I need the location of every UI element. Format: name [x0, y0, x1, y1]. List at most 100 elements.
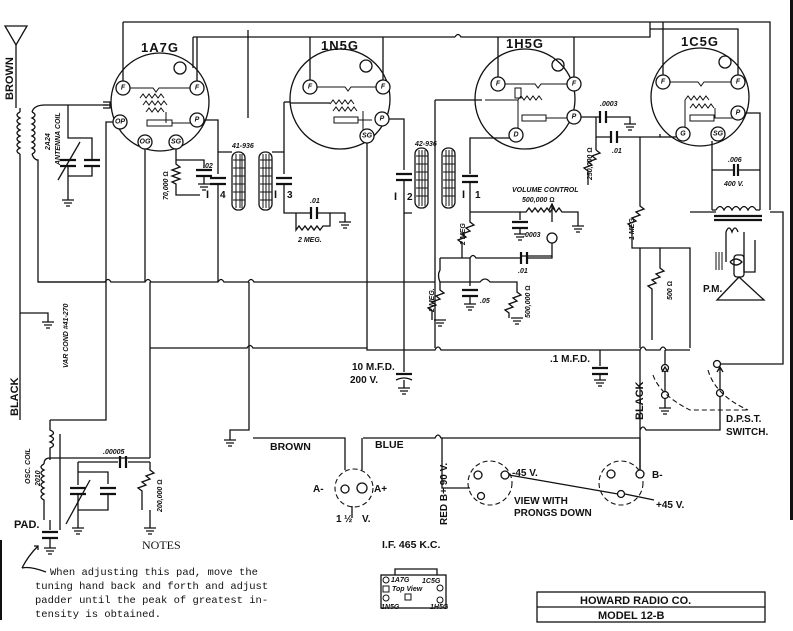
volume-control-value: 500,000 Ω	[522, 197, 555, 204]
if-trimmer-1	[462, 174, 478, 212]
ground-wire-color-label: BLACK	[9, 377, 21, 416]
notes-line-1: When adjusting this pad, move the	[50, 567, 258, 579]
switch-label: D.P.S.T.	[726, 414, 762, 425]
capacitor-02-label: .02	[203, 163, 213, 170]
resistor-500000-label: 500,000 Ω	[525, 285, 532, 318]
tube-1c5g: F F P G SG	[650, 22, 761, 210]
battery-wiring	[253, 434, 641, 489]
osc-coil-label: OSC. COIL	[25, 448, 32, 484]
trimmer-4-label: I	[206, 189, 209, 201]
svg-text:F: F	[381, 84, 386, 91]
layout-1h5g: 1H5G	[430, 604, 449, 611]
trimmer-1-number: 1	[475, 190, 481, 201]
layout-top-view-label: Top View	[392, 586, 423, 593]
minus-45v-label: -45 V.	[512, 468, 538, 479]
resistor-200000-label: 200,000 Ω	[157, 479, 164, 513]
filter-capacitor-voltage: 200 V.	[350, 375, 378, 386]
resistor-1meg-label: 1 MEG	[629, 218, 636, 240]
antenna-wire-color-label: BROWN	[4, 57, 16, 100]
svg-text:F: F	[121, 85, 126, 92]
capacitor-00005-label: .00005	[103, 449, 125, 456]
page-edge-right	[790, 0, 793, 520]
var-cond-ground	[20, 312, 54, 329]
padder-capacitor	[21, 520, 58, 573]
svg-text:P: P	[572, 114, 577, 121]
svg-text:F: F	[661, 79, 666, 86]
plus-45v-label: +45 V.	[656, 500, 684, 511]
tube-1a7g-label: 1A7G	[141, 40, 179, 55]
avc-filter	[295, 207, 351, 232]
resistor-250000-label: 250,000 Ω	[587, 147, 594, 181]
bottom-bus-wires	[38, 213, 690, 447]
antenna-coil-label: ANTENNA COIL	[55, 112, 62, 166]
capacitor-05-label: .05	[480, 298, 490, 305]
prongs-down-label: PRONGS DOWN	[514, 508, 592, 519]
capacitor-01-avc-label: .01	[310, 198, 320, 205]
capacitor-006-voltage: 400 V.	[723, 181, 744, 188]
if-transformer-1-label: 41-936	[231, 143, 254, 150]
capacitor-01-coupling-label: .01	[518, 268, 528, 275]
notes-heading: NOTES	[142, 538, 181, 552]
svg-text:P: P	[736, 110, 741, 117]
capacitor-0003-plate-label: .0003	[600, 101, 618, 108]
output-transformer	[690, 164, 762, 273]
resistor-500-label: 500 Ω	[667, 281, 674, 300]
if-trimmer-3	[276, 102, 296, 214]
oscillator-tuning	[65, 348, 156, 535]
antenna-coil-part-number: 2A24	[45, 133, 52, 151]
trimmer-1-label: I	[462, 189, 465, 201]
svg-text:F: F	[308, 84, 313, 91]
antenna-coil	[16, 104, 108, 420]
svg-text:F: F	[195, 85, 200, 92]
a-plus-wire-color-label: BLUE	[375, 439, 404, 451]
antenna-symbol	[3, 25, 29, 108]
if-transformer-2-label: 42-936	[414, 141, 437, 148]
b-battery-plug-left[interactable]	[467, 460, 513, 506]
speaker-label: P.M.	[703, 284, 722, 295]
pm-speaker-icon	[715, 252, 766, 301]
bypass-capacitor-label: .1 M.F.D.	[550, 354, 590, 365]
padder-label: PAD.	[14, 519, 39, 531]
svg-text:P: P	[380, 116, 385, 123]
if-frequency-label: I.F. 465 K.C.	[382, 539, 440, 551]
trimmer-2-label: I	[394, 191, 397, 203]
a-voltage-fraction: ½	[344, 514, 352, 525]
if-transformer-41-936	[218, 151, 284, 211]
svg-text:F: F	[572, 81, 577, 88]
a-minus-label: A-	[313, 484, 324, 495]
model-number: MODEL 12-B	[598, 610, 664, 622]
audio-coupling-network	[426, 252, 553, 327]
plate-network-1h5g	[581, 111, 661, 185]
detector-network	[456, 202, 584, 258]
if-transformer-42-936	[414, 147, 456, 209]
capacitor-01-output-label: .01	[612, 148, 622, 155]
switch-wire-color-label: BLACK	[634, 381, 646, 420]
tube-layout-top-view	[380, 568, 447, 609]
tube-1c5g-label: 1C5G	[681, 34, 719, 49]
b-battery-plug-right[interactable]	[508, 460, 655, 506]
trimmer-3-label: I	[274, 189, 277, 201]
layout-1n5g: 1N5G	[381, 604, 400, 611]
resistor-70000-label: 70,000 Ω	[163, 171, 170, 200]
tube-1h5g-label: 1H5G	[506, 36, 544, 51]
svg-text:P: P	[195, 117, 200, 124]
svg-text:SG: SG	[362, 133, 373, 140]
svg-text:G: G	[680, 131, 686, 138]
resistor-2meg-det-label: 2 MEG	[460, 223, 467, 246]
a-plus-label: A+	[374, 484, 387, 495]
capacitor-0003-det-label: .0003	[523, 232, 541, 239]
b-plus-wire-color-label: RED B+ 90 V.	[439, 463, 450, 525]
notes-line-4: tensity is obtained.	[35, 609, 161, 621]
layout-1c5g: 1C5G	[422, 578, 441, 585]
resistor-70000	[170, 159, 212, 196]
svg-text:OG: OG	[140, 139, 151, 146]
tube-1h5g: F F P D	[434, 37, 582, 348]
a-battery-plug[interactable]	[334, 468, 374, 518]
a-minus-wire-color-label: BROWN	[270, 441, 311, 453]
trimmer-4-number: 4	[220, 190, 226, 201]
svg-text:SG: SG	[713, 131, 724, 138]
notes-line-2: tuning hand back and forth and adjust	[35, 581, 268, 593]
svg-text:OP: OP	[115, 119, 125, 126]
layout-1a7g: 1A7G	[391, 577, 410, 584]
